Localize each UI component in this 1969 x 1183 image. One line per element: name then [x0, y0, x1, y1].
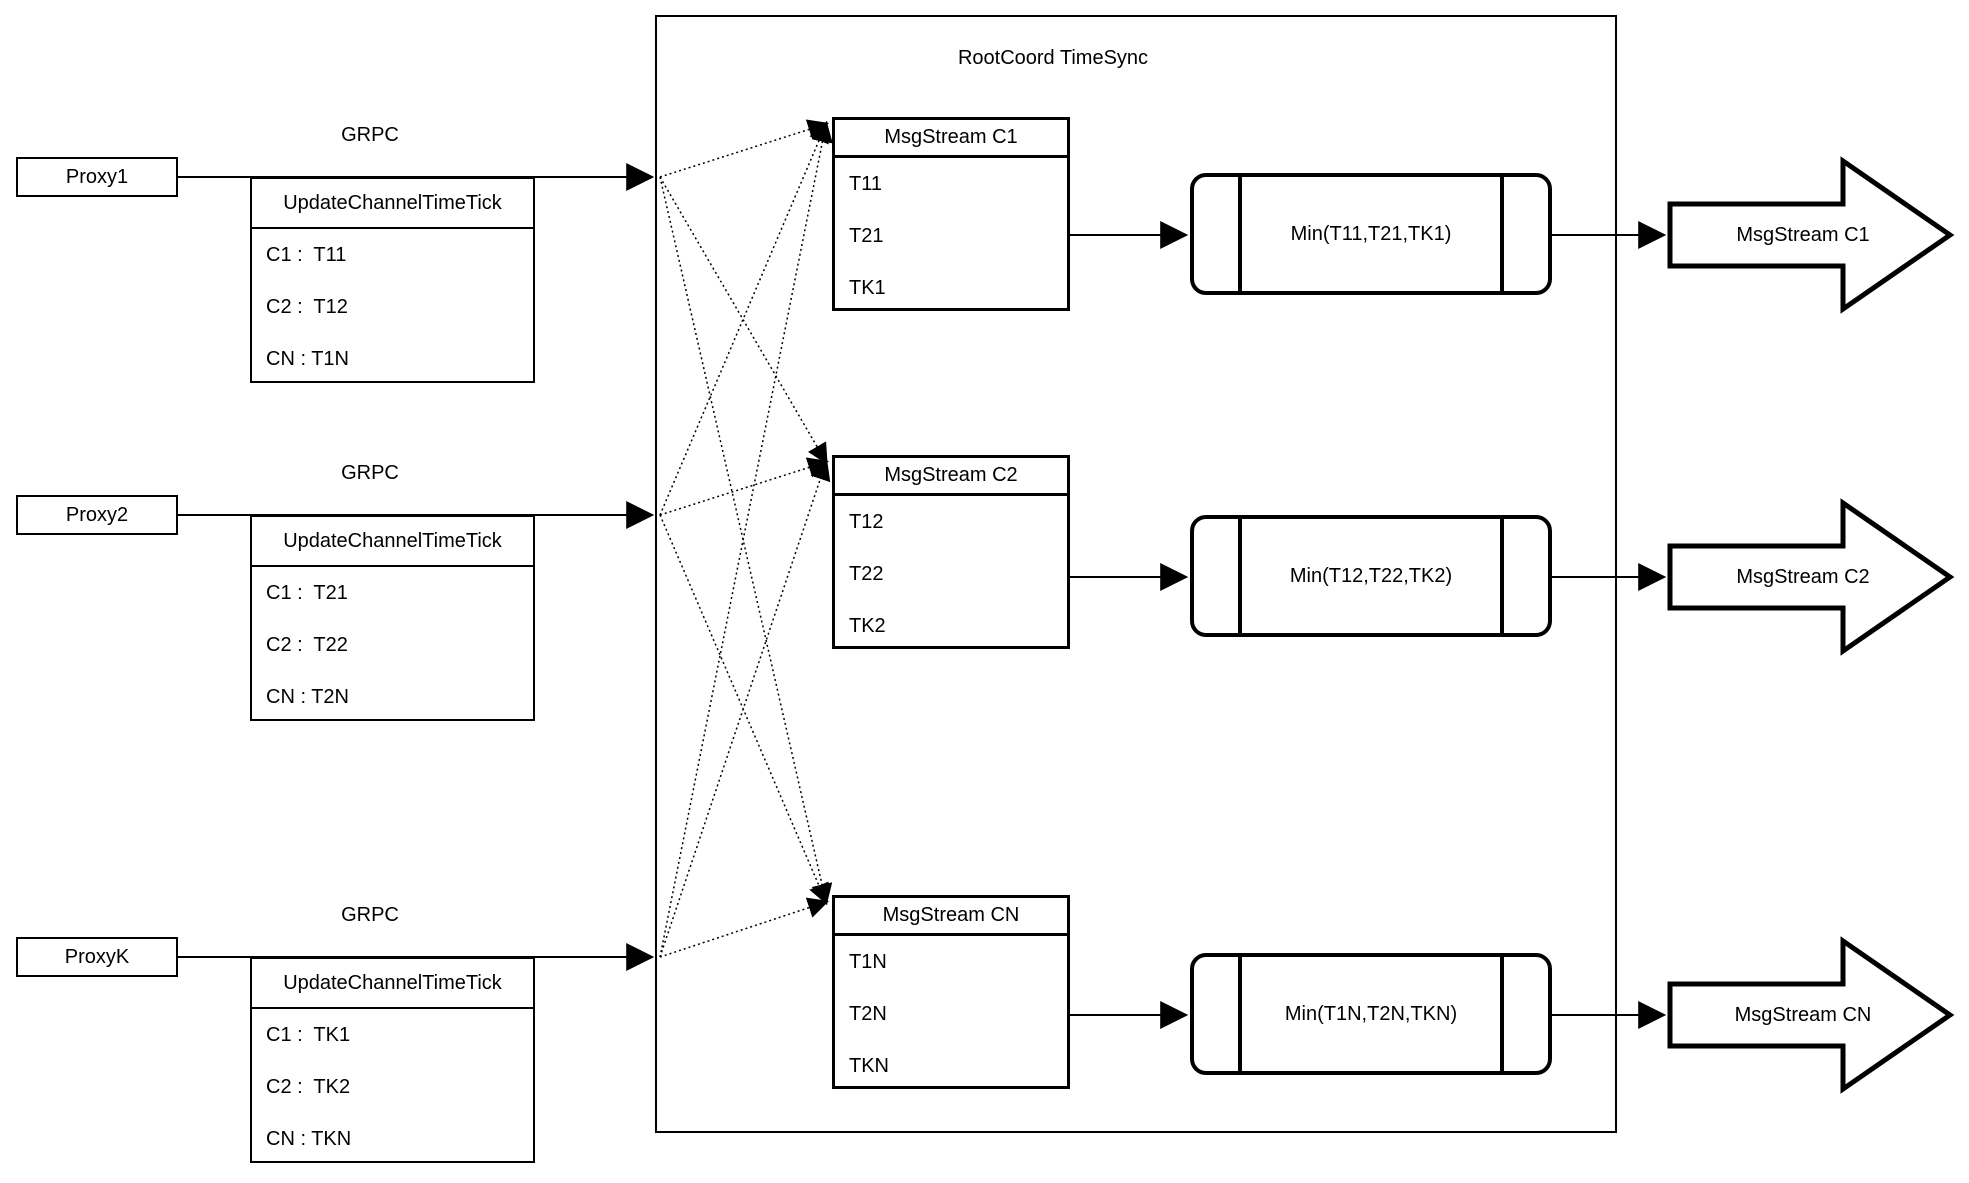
min-capsule-c2: Min(T12,T22,TK2) — [1190, 515, 1552, 637]
rootcoord-box — [655, 15, 1617, 1133]
table-row: T2N — [849, 1002, 887, 1025]
capsule-divider-right — [1500, 957, 1504, 1071]
update-channel-timetick-box-2: UpdateChannelTimeTick C1 : T21 C2 : T22 … — [250, 515, 535, 721]
proxy1-label: Proxy1 — [65, 165, 129, 188]
dotted-link-pk-cn — [659, 897, 829, 958]
table-row: T12 — [849, 510, 884, 533]
min-expression: Min(T12,T22,TK2) — [1289, 564, 1453, 587]
table-header: MsgStream CN — [835, 898, 1067, 936]
output-arrow-cn — [1667, 936, 1955, 1094]
min-expression: Min(T11,T21,TK1) — [1290, 222, 1452, 245]
output-arrow-label-c1: MsgStream C1 — [1736, 223, 1870, 246]
message-title: UpdateChannelTimeTick — [252, 517, 533, 567]
grpc-label-2: GRPC — [341, 462, 399, 484]
capsule-divider-right — [1500, 519, 1504, 633]
message-row: C1 : T11 — [266, 243, 347, 266]
message-row: CN : TKN — [266, 1127, 352, 1150]
table-row: T1N — [849, 950, 887, 973]
update-channel-timetick-box-3: UpdateChannelTimeTick C1 : TK1 C2 : TK2 … — [250, 957, 535, 1163]
grpc-label-3: GRPC — [341, 904, 399, 926]
message-title: UpdateChannelTimeTick — [252, 179, 533, 229]
min-capsule-c1: Min(T11,T21,TK1) — [1190, 173, 1552, 295]
table-row: T11 — [849, 172, 882, 195]
message-title: UpdateChannelTimeTick — [252, 959, 533, 1009]
capsule-divider-left — [1238, 177, 1242, 291]
message-row: C1 : T21 — [266, 581, 348, 604]
message-row: CN : T2N — [266, 685, 349, 708]
table-row: TKN — [849, 1054, 889, 1077]
output-arrow-label-c2: MsgStream C2 — [1736, 565, 1870, 588]
message-row: C2 : TK2 — [266, 1075, 351, 1098]
message-row: C1 : TK1 — [266, 1023, 351, 1046]
dotted-link-p2-c2 — [659, 457, 830, 516]
proxy2-box: Proxy2 — [16, 495, 178, 535]
rootcoord-title: RootCoord TimeSync — [957, 47, 1149, 69]
proxyk-label: ProxyK — [64, 945, 130, 968]
msgstream-c2-table: MsgStream C2 T12 T22 TK2 — [832, 455, 1070, 649]
output-arrow-label-cn: MsgStream CN — [1734, 1003, 1872, 1026]
capsule-divider-left — [1238, 519, 1242, 633]
table-row: TK1 — [849, 276, 886, 299]
dotted-link-pk-c1 — [659, 120, 833, 958]
message-row: C2 : T22 — [266, 633, 348, 656]
table-header: MsgStream C1 — [835, 120, 1067, 158]
grpc-label-1: GRPC — [341, 124, 399, 146]
capsule-divider-left — [1238, 957, 1242, 1071]
min-expression: Min(T1N,T2N,TKN) — [1284, 1002, 1458, 1025]
min-capsule-cn: Min(T1N,T2N,TKN) — [1190, 953, 1552, 1075]
msgstream-c1-table: MsgStream C1 T11 T21 TK1 — [832, 117, 1070, 311]
msgstream-cn-table: MsgStream CN T1N T2N TKN — [832, 895, 1070, 1089]
proxy2-label: Proxy2 — [65, 503, 129, 526]
table-header: MsgStream C2 — [835, 458, 1067, 496]
table-row: TK2 — [849, 614, 886, 637]
dotted-link-p1-c1 — [659, 119, 830, 178]
capsule-divider-right — [1500, 177, 1504, 291]
message-row: C2 : T12 — [266, 295, 348, 318]
proxy1-box: Proxy1 — [16, 157, 178, 197]
proxyk-box: ProxyK — [16, 937, 178, 977]
dotted-link-p2-c1 — [659, 121, 829, 516]
table-row: T22 — [849, 562, 884, 585]
message-row: CN : T1N — [266, 347, 349, 370]
update-channel-timetick-box-1: UpdateChannelTimeTick C1 : T11 C2 : T12 … — [250, 177, 535, 383]
dotted-link-pk-c2 — [659, 459, 831, 958]
table-row: T21 — [849, 224, 884, 247]
output-arrow-c2 — [1667, 498, 1955, 656]
output-arrow-c1 — [1667, 156, 1955, 314]
